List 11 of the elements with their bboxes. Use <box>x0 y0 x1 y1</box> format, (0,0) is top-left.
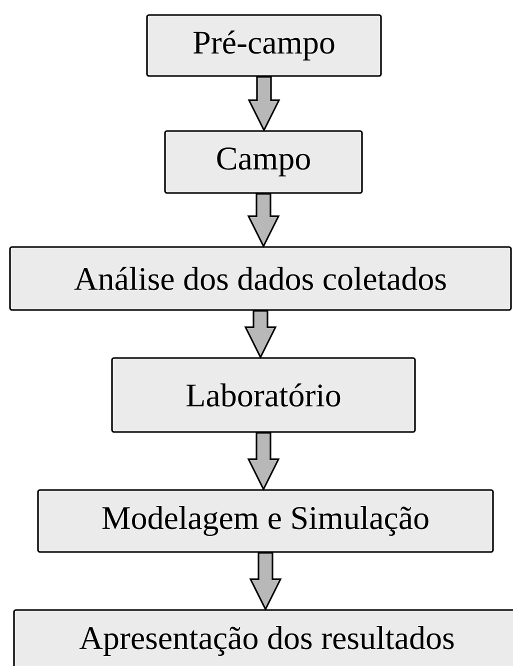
block-arrow <box>247 432 280 491</box>
process-box: Análise dos dados coletados <box>9 246 512 311</box>
block-arrow <box>249 552 282 611</box>
process-box: Modelagem e Simulação <box>37 489 494 553</box>
block-arrow <box>248 76 280 132</box>
block-arrow <box>247 193 280 248</box>
process-box: Campo <box>164 130 363 194</box>
process-box: Laboratório <box>111 357 416 433</box>
process-box: Pré-campo <box>146 14 382 77</box>
block-arrow <box>244 310 277 359</box>
process-box: Apresentação dos resultados <box>13 609 513 666</box>
